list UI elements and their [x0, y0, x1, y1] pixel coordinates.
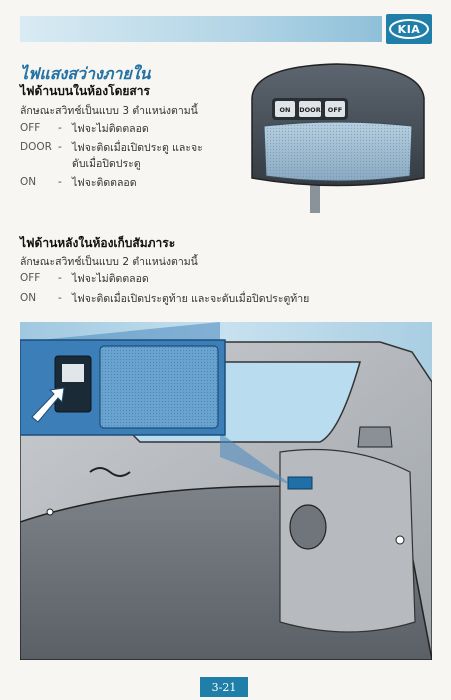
dome-lamp-illustration: ON DOOR OFF	[251, 63, 425, 213]
page-number: 3-21	[200, 677, 248, 697]
lamp-mount-bar	[310, 183, 320, 213]
fastener-right	[395, 535, 405, 545]
passenger-off-desc: ไฟจะไม่ติดตลอด	[72, 123, 149, 135]
cargo-lamp-location	[287, 476, 313, 490]
kia-logo: KIA	[386, 14, 432, 44]
seat-latch	[89, 467, 131, 477]
cargo-off-desc: ไฟจะไม่ติดตลอด	[72, 273, 149, 285]
passenger-on-dash: -	[58, 176, 62, 188]
cargo-area-illustration	[20, 322, 432, 660]
passenger-door-label: DOOR	[20, 141, 52, 153]
side-trim-panel	[279, 448, 416, 633]
passenger-off-dash: -	[58, 122, 62, 134]
cargo-off-dash: -	[58, 272, 62, 284]
cargo-lamp-lens-texture	[100, 346, 218, 428]
page-title: ไฟแสงสว่างภายใน	[20, 64, 151, 83]
cargo-on-dash: -	[58, 292, 62, 304]
lamp-on-text: ON	[280, 106, 291, 114]
cargo-on-desc: ไฟจะติดเมื่อเปิดประตูท้าย และจะดับเมื่อป…	[72, 293, 310, 305]
passenger-door-desc2: ดับเมื่อปิดประตู	[72, 158, 141, 170]
cargo-switch-rocker[interactable]	[62, 364, 84, 382]
passenger-on-label: ON	[20, 176, 37, 188]
passenger-door-desc: ไฟจะติดเมื่อเปิดประตู และจะ	[72, 142, 203, 154]
logo-text: KIA	[397, 22, 421, 36]
fastener-left	[46, 508, 54, 516]
lamp-off-text: OFF	[328, 106, 342, 114]
logo-oval: KIA	[389, 19, 429, 39]
header-band	[20, 16, 382, 42]
lamp-on-button[interactable]	[275, 101, 295, 117]
speaker-grille	[289, 504, 327, 550]
cargo-on-label: ON	[20, 292, 37, 304]
lamp-door-text: DOOR	[299, 106, 320, 114]
passenger-intro: ลักษณะสวิทช์เป็นแบบ 3 ตำแหน่งตามนี้	[20, 105, 198, 117]
passenger-door-dash: -	[58, 141, 62, 153]
passenger-heading: ไฟด้านบนในห้องโดยสาร	[20, 84, 150, 98]
passenger-on-desc: ไฟจะติดตลอด	[72, 177, 137, 189]
cargo-heading: ไฟด้านหลังในห้องเก็บสัมภาระ	[20, 236, 176, 250]
lamp-lens-texture	[264, 122, 412, 181]
passenger-off-label: OFF	[20, 122, 41, 134]
cargo-intro: ลักษณะสวิทช์เป็นแบบ 2 ตำแหน่งตามนี้	[20, 256, 198, 268]
lamp-door-button[interactable]	[299, 101, 321, 117]
cargo-off-label: OFF	[20, 272, 41, 284]
press-arrow-icon	[31, 387, 65, 423]
lamp-off-button[interactable]	[325, 101, 345, 117]
tie-down-hook	[357, 426, 393, 448]
